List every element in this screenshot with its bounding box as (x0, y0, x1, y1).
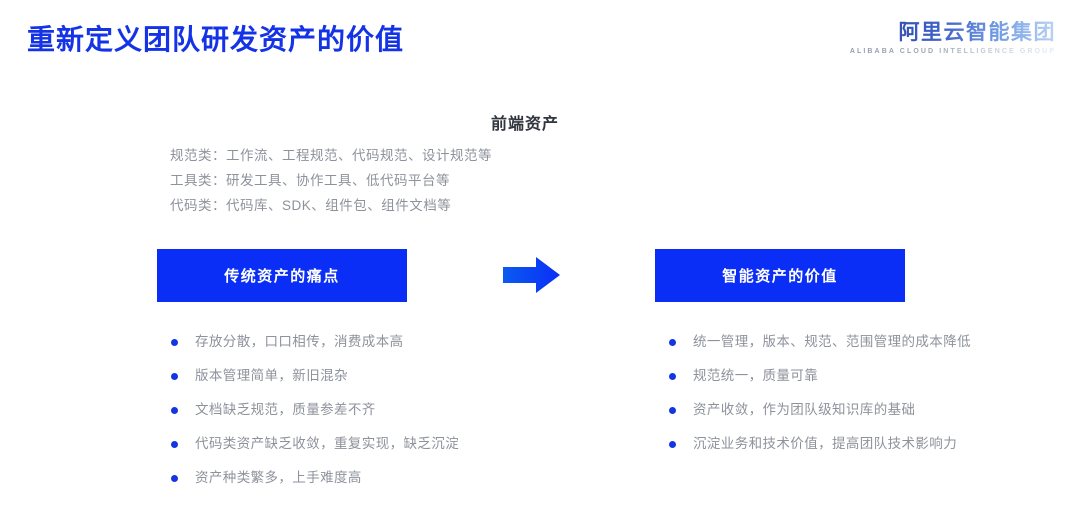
column-intelligent-list: 统一管理，版本、规范、范围管理的成本降低 规范统一，质量可靠 资产收敛，作为团队… (669, 333, 999, 469)
asset-overview-line: 代码类：代码库、SDK、组件包、组件文档等 (170, 198, 452, 213)
list-item: 统一管理，版本、规范、范围管理的成本降低 (669, 333, 999, 351)
bullet-dot-icon (669, 373, 676, 380)
list-item: 沉淀业务和技术价值，提高团队技术影响力 (669, 435, 999, 453)
bullet-dot-icon (171, 475, 178, 482)
list-item-label: 统一管理，版本、规范、范围管理的成本降低 (693, 334, 971, 349)
bullet-dot-icon (171, 407, 178, 414)
list-item-label: 存放分散，口口相传，消费成本高 (195, 334, 404, 349)
list-item: 资产收敛，作为团队级知识库的基础 (669, 401, 999, 419)
list-item-label: 规范统一，质量可靠 (693, 368, 819, 383)
bullet-dot-icon (669, 441, 676, 448)
list-item: 存放分散，口口相传，消费成本高 (171, 333, 501, 351)
bullet-dot-icon (171, 339, 178, 346)
list-item-label: 代码类资产缺乏收敛，重复实现，缺乏沉淀 (195, 436, 460, 451)
column-intelligent-header-label: 智能资产的价值 (722, 268, 838, 285)
list-item: 规范统一，质量可靠 (669, 367, 999, 385)
column-traditional-header: 传统资产的痛点 (157, 249, 407, 302)
list-item-label: 沉淀业务和技术价值，提高团队技术影响力 (693, 436, 958, 451)
column-traditional: 传统资产的痛点 存放分散，口口相传，消费成本高 版本管理简单，新旧混杂 文档缺乏… (157, 249, 459, 485)
column-intelligent: 智能资产的价值 统一管理，版本、规范、范围管理的成本降低 规范统一，质量可靠 资… (655, 249, 971, 451)
asset-overview-lines: 规范类：工作流、工程规范、代码规范、设计规范等 工具类：研发工具、协作工具、低代… (170, 143, 492, 218)
asset-overview-line: 规范类：工作流、工程规范、代码规范、设计规范等 (170, 148, 492, 163)
bullet-dot-icon (171, 373, 178, 380)
brand-logo: 阿里云智能集团 ALIBABA CLOUD INTELLIGENCE GROUP (850, 21, 1056, 55)
list-item: 资产种类繁多，上手难度高 (171, 469, 501, 487)
column-traditional-header-label: 传统资产的痛点 (224, 268, 340, 285)
list-item: 代码类资产缺乏收敛，重复实现，缺乏沉淀 (171, 435, 501, 453)
brand-logo-en: ALIBABA CLOUD INTELLIGENCE GROUP (849, 48, 1056, 56)
list-item-label: 资产种类繁多，上手难度高 (195, 470, 362, 485)
page-title: 重新定义团队研发资产的价值 (27, 24, 405, 55)
bullet-dot-icon (669, 407, 676, 414)
asset-overview-heading: 前端资产 (490, 116, 559, 133)
list-item: 版本管理简单，新旧混杂 (171, 367, 501, 385)
list-item: 文档缺乏规范，质量参差不齐 (171, 401, 501, 419)
bullet-dot-icon (171, 441, 178, 448)
brand-logo-cn: 阿里云智能集团 (850, 21, 1056, 45)
column-intelligent-header: 智能资产的价值 (655, 249, 905, 302)
column-traditional-list: 存放分散，口口相传，消费成本高 版本管理简单，新旧混杂 文档缺乏规范，质量参差不… (171, 333, 501, 503)
arrow-right-icon (503, 255, 561, 295)
list-item-label: 资产收敛，作为团队级知识库的基础 (693, 402, 916, 417)
bullet-dot-icon (669, 339, 676, 346)
list-item-label: 文档缺乏规范，质量参差不齐 (195, 402, 376, 417)
list-item-label: 版本管理简单，新旧混杂 (195, 368, 348, 383)
asset-overview-line: 工具类：研发工具、协作工具、低代码平台等 (170, 173, 450, 188)
